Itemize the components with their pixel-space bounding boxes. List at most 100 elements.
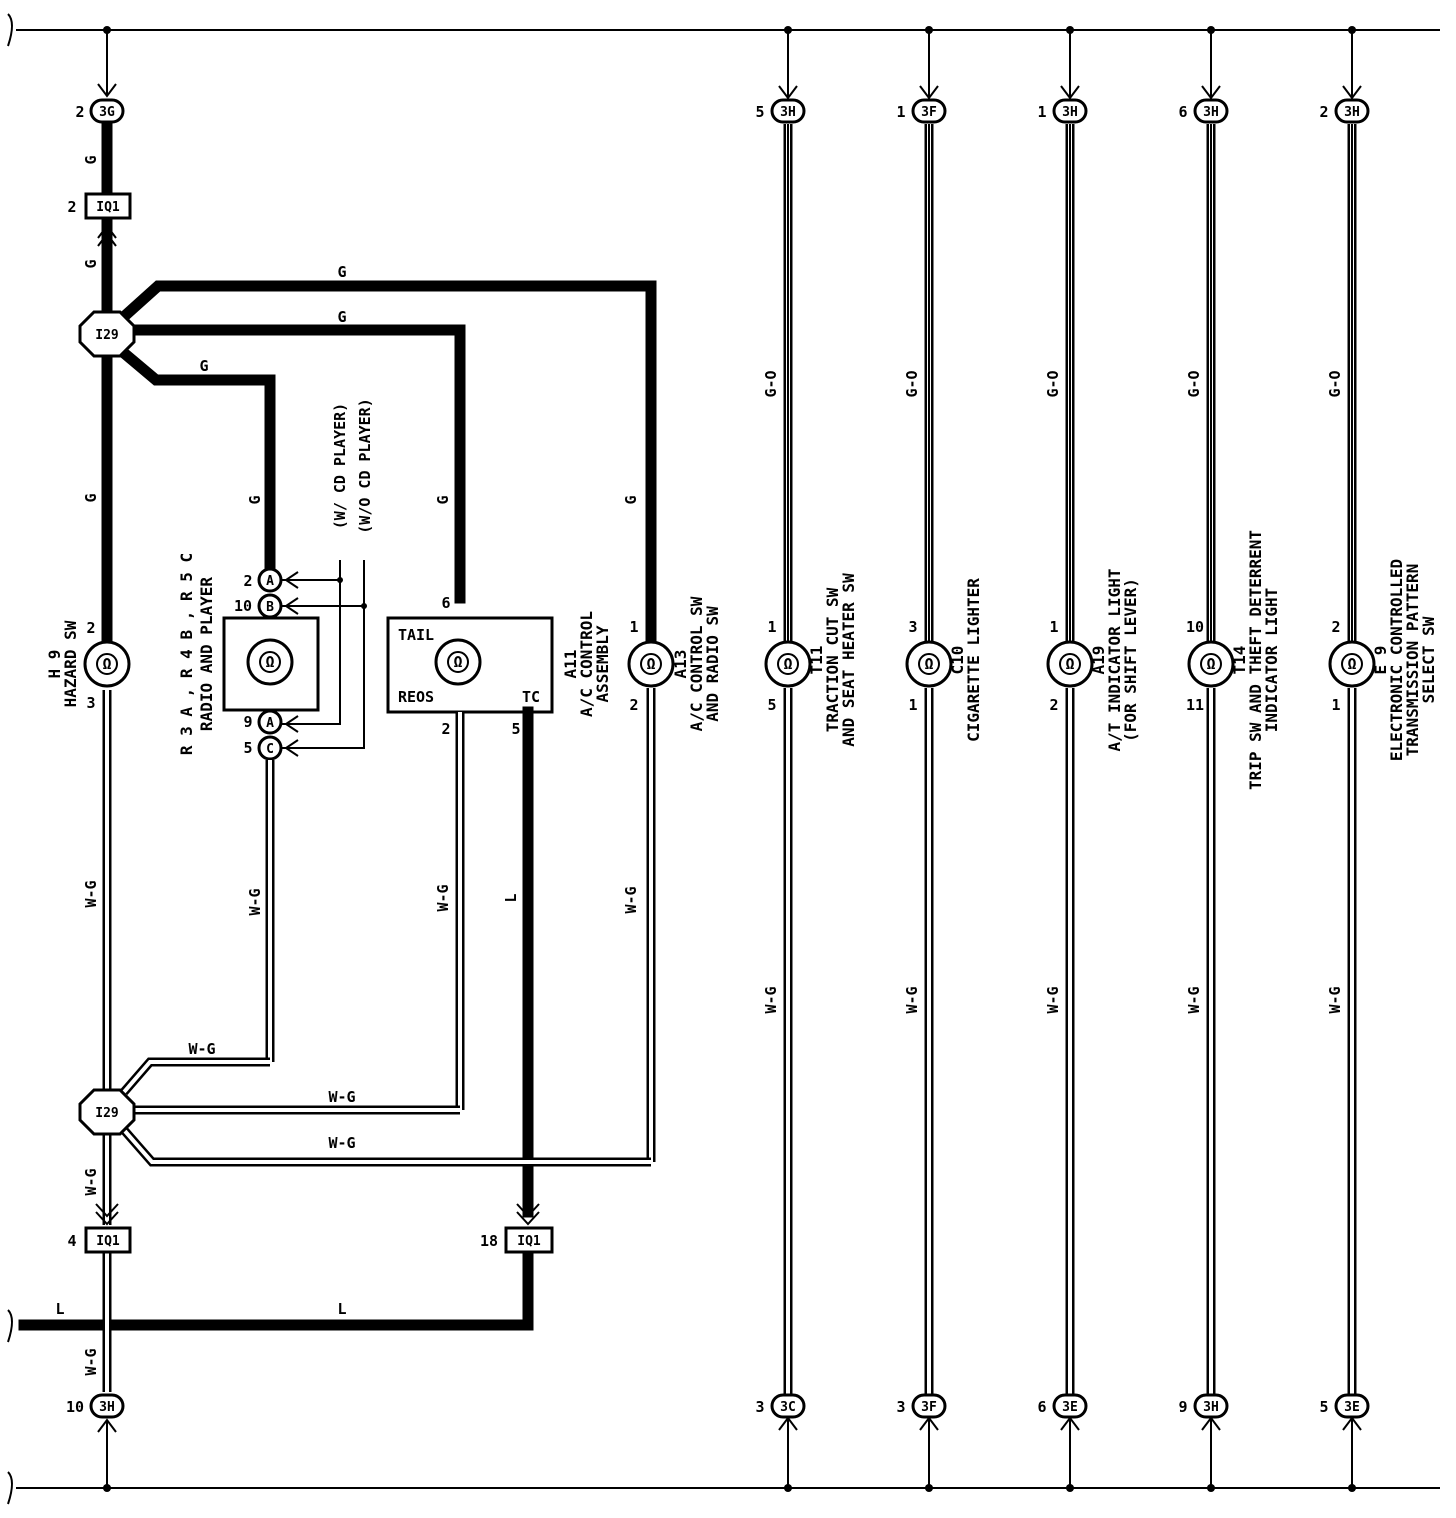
bottom-connector-label: 3F (921, 1400, 937, 1415)
component-code: T11 (807, 646, 826, 675)
radio-pin-5: 5 (243, 739, 252, 757)
ac-tc-label: TC (522, 688, 540, 706)
wire-label-wg-return-radio: W-G (188, 1040, 215, 1058)
hazard-top-pin: 2 (75, 103, 84, 121)
bottom-connector-label: 3C (780, 1400, 796, 1415)
lamp-pin-lower: 2 (1049, 696, 1058, 714)
hazard-switch: 2 3 H 9 HAZARD SW (45, 619, 131, 712)
component-name-2: AND SEAT HEATER SW (839, 573, 858, 747)
lamp-pin-lower: 1 (1331, 696, 1340, 714)
iq1-lower-left: IQ1 4 (67, 1226, 132, 1254)
radio-pin-10: 10 (234, 597, 252, 615)
iq1-top-label: IQ1 (96, 200, 120, 215)
wire-label-go: G-O (1326, 370, 1344, 397)
wire-label-g-1: G (82, 155, 100, 164)
bottom-bus-break (7, 1471, 13, 1505)
hazard-top-connector: 3G 2 (75, 98, 125, 124)
top-connector-pin: 5 (755, 103, 764, 121)
wire-label-go: G-O (1185, 370, 1203, 397)
ac-control-assembly: TAIL REOS TC 6 2 5 A11 A/C CONTROL ASSEM… (386, 594, 612, 738)
radio-name: RADIO AND PLAYER (197, 577, 216, 731)
wire-label-wg-return-ac: W-G (328, 1088, 355, 1106)
hazard-pin-bottom: 3 (86, 694, 95, 712)
radio-code: R 3 A , R 4 B , R 5 C (177, 553, 196, 755)
iq1-lower-mid-label: IQ1 (517, 1234, 541, 1249)
iq1-lower-left-pin: 4 (67, 1232, 76, 1250)
hazard-bottom-pin: 10 (66, 1398, 84, 1416)
radio-pin-a-bottom-letter: A (266, 716, 274, 731)
hazard-pin-top: 2 (86, 619, 95, 637)
l-wire-horizontal (18, 1250, 534, 1331)
acsw-pin-1: 1 (629, 618, 638, 636)
ac-name2: ASSEMBLY (593, 625, 612, 702)
component-name-1: TRACTION CUT SW (823, 587, 842, 732)
top-connector-label: 3H (1062, 105, 1078, 120)
lamp-pin-lower: 1 (908, 696, 917, 714)
acsw-name2: AND RADIO SW (703, 606, 722, 722)
hazard-top-connector-label: 3G (99, 105, 115, 120)
ac-reos-label: REOS (398, 688, 434, 706)
wire-label-g-branch-1: G (337, 263, 346, 281)
lamp-pin-upper: 2 (1331, 618, 1340, 636)
lamp-symbol: Ω (1065, 655, 1074, 673)
iq1-lower-left-label: IQ1 (96, 1234, 120, 1249)
top-bus-break (7, 13, 13, 47)
ac-pin-5: 5 (511, 720, 520, 738)
wire-label-wg-2: W-G (82, 1168, 100, 1195)
bottom-connector-label: 3H (1203, 1400, 1219, 1415)
radio-pin-c-bottom-letter: C (266, 742, 274, 757)
component-name-2: (FOR SHIFT LEVER) (1121, 578, 1140, 742)
wire-label-wg: W-G (1185, 986, 1203, 1013)
bottom-connector-pin: 3 (755, 1398, 764, 1416)
iq1-top-pin: 2 (67, 198, 76, 216)
wg-returns (120, 1057, 651, 1167)
wire-label-g-2: G (82, 259, 100, 268)
component-name-1: TRIP SW AND THEFT DETERRENT (1246, 530, 1265, 790)
component-name-1: ELECTRONIC CONTROLLED (1387, 559, 1406, 761)
bus-lines (7, 13, 1440, 1505)
iq1-lower-mid: IQ1 18 (480, 1226, 554, 1254)
wire-label-wg-3: W-G (82, 1348, 100, 1375)
junction-lower-i29: I29 (78, 1088, 136, 1136)
lamp-pin-upper: 1 (1049, 618, 1058, 636)
radio-pin-a-top-letter: A (266, 574, 274, 589)
iq1-top-connector: IQ1 2 (67, 192, 132, 220)
wire-label-l-mid: L (337, 1300, 346, 1318)
junction-lower-label: I29 (95, 1106, 118, 1121)
wire-label-l-left: L (55, 1300, 64, 1318)
junction-upper-i29: I29 (78, 310, 136, 358)
top-connector-label: 3H (780, 105, 796, 120)
top-connector-pin: 6 (1178, 103, 1187, 121)
ac-pin-2: 2 (441, 720, 450, 738)
wire-label-go: G-O (903, 370, 921, 397)
bottom-connector-pin: 6 (1037, 1398, 1046, 1416)
hazard-bottom-connector-label: 3H (99, 1400, 115, 1415)
top-connector-label: 3H (1203, 105, 1219, 120)
component-code: E 9 (1371, 646, 1390, 675)
radio-pin-b-top-letter: B (266, 600, 274, 615)
ac-tail-label: TAIL (398, 626, 434, 644)
wire-label-g-ac: G (434, 495, 452, 504)
bottom-connector-label: 3E (1344, 1400, 1360, 1415)
lamp-pin-lower: 5 (767, 696, 776, 714)
component-code: A19 (1089, 646, 1108, 675)
radio-pin-9: 9 (243, 713, 252, 731)
wire-label-wg: W-G (1044, 986, 1062, 1013)
wire-label-l-tc: L (502, 893, 520, 902)
ac-code: A11 (561, 650, 580, 679)
l-wire-break (7, 1309, 13, 1343)
component-name-2: INDICATOR LIGHT (1262, 588, 1281, 733)
ac-pin-6: 6 (441, 594, 450, 612)
wire-label-wg: W-G (1326, 986, 1344, 1013)
wire-label-g-radio: G (246, 495, 264, 504)
component-name-3: SELECT SW (1419, 616, 1438, 703)
lamp-pin-lower: 11 (1186, 696, 1204, 714)
hazard-code: H 9 (45, 650, 64, 679)
hazard-column (95, 30, 119, 1488)
lamp-symbol: Ω (1347, 655, 1356, 673)
hazard-bottom-connector: 3H 10 (66, 1393, 125, 1419)
